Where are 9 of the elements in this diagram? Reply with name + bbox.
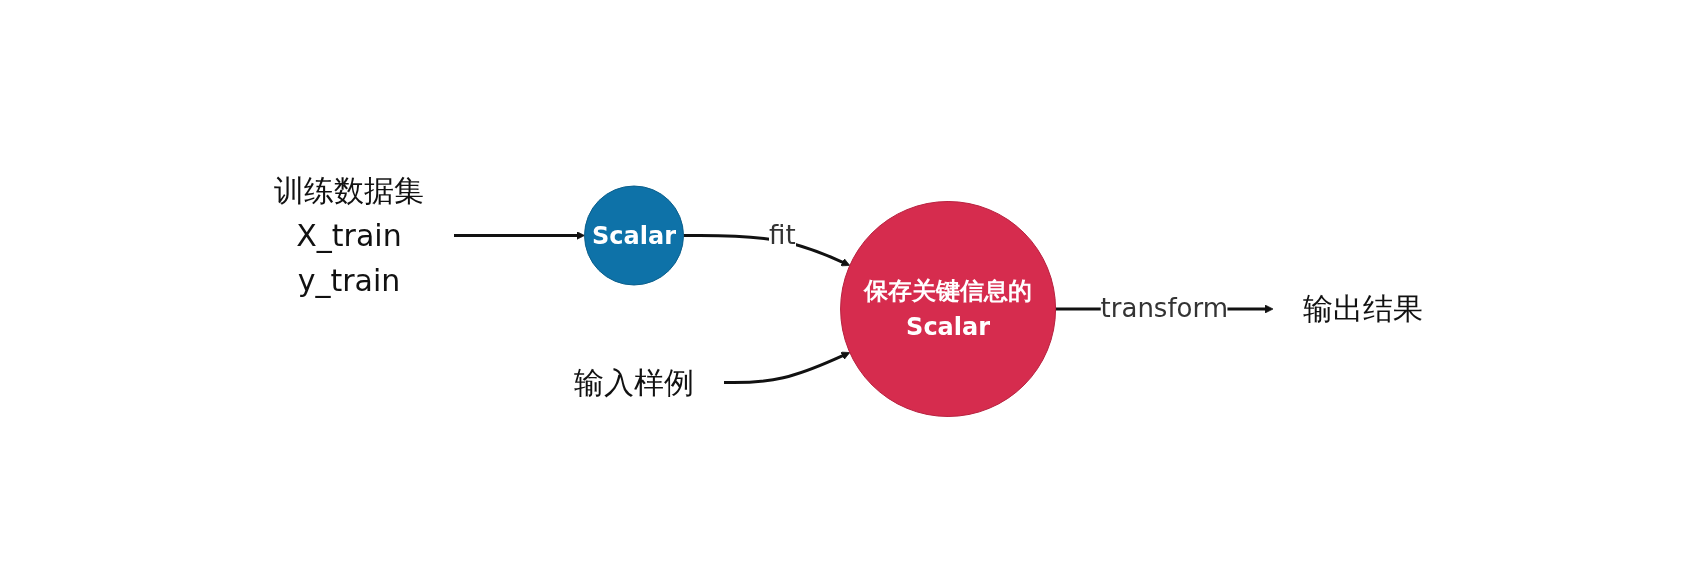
edge-label: transform [1100, 293, 1229, 324]
edge-label: fit [768, 220, 796, 250]
node-circle: Scalar [584, 185, 684, 286]
node-text: 输出结果 [1303, 291, 1424, 327]
node-text: 输入样例 [573, 364, 694, 400]
node-circle: 保存关键信息的Scalar [840, 201, 1057, 417]
arrow [453, 231, 585, 240]
arrow [723, 351, 851, 384]
node-text: 训练数据集 X_train y_train [273, 173, 424, 298]
